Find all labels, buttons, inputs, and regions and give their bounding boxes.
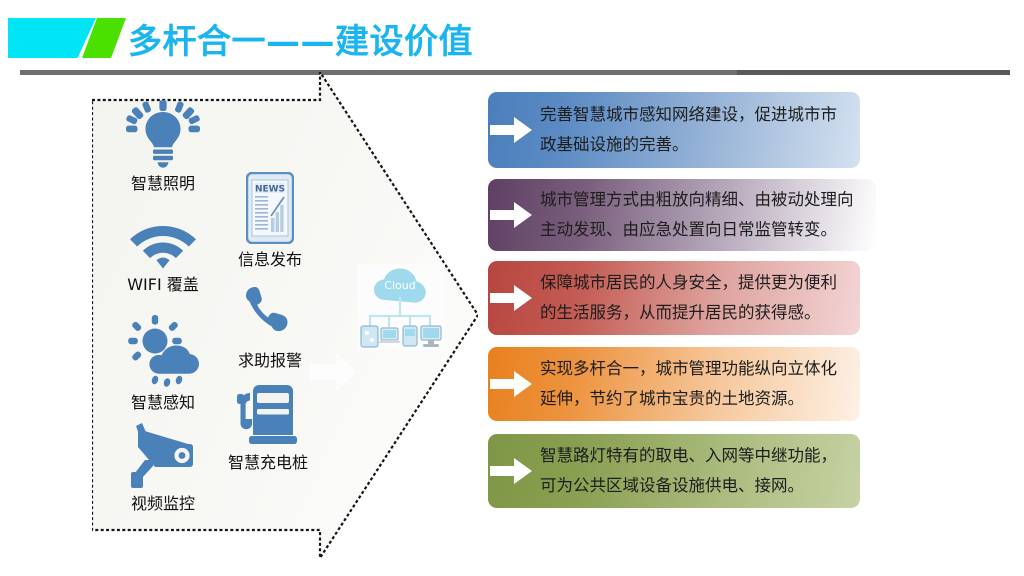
feature-wifi-coverage: WIFI 覆盖 bbox=[108, 223, 218, 295]
feature-smart-lighting: 智慧照明 bbox=[108, 100, 218, 194]
callout-row[interactable]: 智慧路灯特有的取电、入网等中继功能，可为公共区域设备设施供电、接网。 bbox=[488, 434, 860, 508]
callout-row[interactable]: 保障城市居民的人身安全，提供更为便利的生活服务，从而提升居民的获得感。 bbox=[488, 261, 860, 335]
charging-pile-icon bbox=[237, 385, 297, 444]
wifi-icon bbox=[130, 226, 196, 269]
feature-label: 智慧充电桩 bbox=[227, 453, 308, 472]
callout-row[interactable]: 完善智慧城市感知网络建设，促进城市市政基础设施的完善。 bbox=[488, 92, 860, 168]
feature-help-alarm: 求助报警 bbox=[215, 285, 325, 371]
callout-background bbox=[488, 92, 860, 168]
callout-text: 实现多杆合一，城市管理功能纵向立体化延伸，节约了城市宝贵的土地资源。 bbox=[540, 359, 837, 408]
feature-charging-pile: 智慧充电桩 bbox=[208, 383, 328, 473]
feature-label: 智慧感知 bbox=[130, 393, 195, 412]
page-title: 多杆合一——建设价值 bbox=[128, 22, 473, 62]
cloud-network-icon: Cloud bbox=[360, 268, 442, 348]
callout-text: 完善智慧城市感知网络建设，促进城市市政基础设施的完善。 bbox=[540, 105, 837, 154]
lightbulb-icon bbox=[126, 100, 200, 168]
feature-smart-sensing: 智慧感知 bbox=[108, 315, 218, 413]
sun-cloud-rain-icon bbox=[128, 315, 199, 387]
callout-background bbox=[488, 179, 876, 251]
brand-logo bbox=[8, 18, 128, 58]
feature-label: 信息发布 bbox=[237, 250, 302, 269]
feature-label: WIFI 覆盖 bbox=[127, 275, 199, 294]
callout-row[interactable]: 城市管理方式由粗放向精细、由被动处理向主动发现、由应急处置向日常监管转变。 bbox=[488, 179, 876, 251]
feature-info-publish: NEWS 信息发布 bbox=[215, 172, 325, 270]
feature-video-monitor: 视频监控 bbox=[108, 420, 218, 514]
callout-text: 保障城市居民的人身安全，提供更为便利的生活服务，从而提升居民的获得感。 bbox=[540, 273, 837, 322]
callout-background bbox=[488, 347, 860, 421]
callout-text: 智慧路灯特有的取电、入网等中继功能，可为公共区域设备设施供电、接网。 bbox=[540, 446, 837, 495]
logo-cyan-shape-icon bbox=[8, 18, 96, 58]
header-divider bbox=[20, 70, 1010, 75]
block-arrow-outline-icon bbox=[92, 72, 478, 558]
telephone-icon bbox=[246, 287, 288, 332]
feature-label: 视频监控 bbox=[130, 494, 195, 513]
feature-label: 智慧照明 bbox=[130, 174, 195, 193]
feature-label: 求助报警 bbox=[237, 351, 302, 370]
news-tablet-icon: NEWS bbox=[246, 172, 294, 244]
svg-text:NEWS: NEWS bbox=[255, 185, 285, 195]
svg-text:Cloud: Cloud bbox=[384, 279, 415, 292]
callout-background bbox=[488, 261, 860, 335]
cloud-network-diagram: Cloud bbox=[357, 264, 445, 350]
callout-text: 城市管理方式由粗放向精细、由被动处理向主动发现、由应急处置向日常监管转变。 bbox=[540, 190, 854, 239]
callout-row[interactable]: 实现多杆合一，城市管理功能纵向立体化延伸，节约了城市宝贵的土地资源。 bbox=[488, 347, 860, 421]
callout-background bbox=[488, 434, 860, 508]
cctv-camera-icon bbox=[131, 423, 193, 488]
